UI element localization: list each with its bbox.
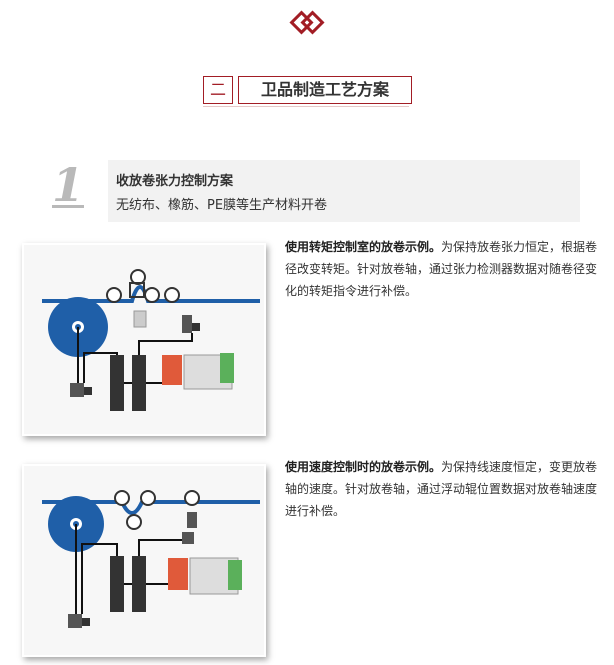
item-title: 收放卷张力控制方案 — [116, 174, 234, 189]
item-subtitle: 无纺布、橡筋、PE膜等生产材料开卷 — [116, 198, 328, 213]
item-header-box: 收放卷张力控制方案 无纺布、橡筋、PE膜等生产材料开卷 — [108, 160, 580, 222]
item-number: 1 — [52, 158, 85, 212]
speed-control-diagram — [22, 464, 266, 657]
item-number-underline — [52, 205, 84, 208]
torque-control-diagram — [22, 243, 266, 436]
brand-logo-icon — [289, 9, 327, 39]
example-bold: 使用速度控制时的放卷示例。 — [285, 460, 442, 474]
section-underline — [203, 106, 409, 107]
section-number: 二 — [203, 76, 233, 104]
example-text: 为保持放卷张力恒定，根据卷径改变转矩。针对放卷轴，通过张力检测器数据对随卷径变化… — [285, 240, 598, 298]
example-text: 为保持线速度恒定，变更放卷轴的速度。针对放卷轴，通过浮动辊位置数据对放卷轴速度进… — [285, 460, 598, 518]
speed-control-description: 使用速度控制时的放卷示例。为保持线速度恒定，变更放卷轴的速度。针对放卷轴，通过浮… — [285, 456, 607, 522]
torque-control-description: 使用转矩控制室的放卷示例。为保持放卷张力恒定，根据卷径改变转矩。针对放卷轴，通过… — [285, 236, 607, 302]
example-bold: 使用转矩控制室的放卷示例。 — [285, 240, 442, 254]
section-title: 卫品制造工艺方案 — [238, 76, 412, 104]
